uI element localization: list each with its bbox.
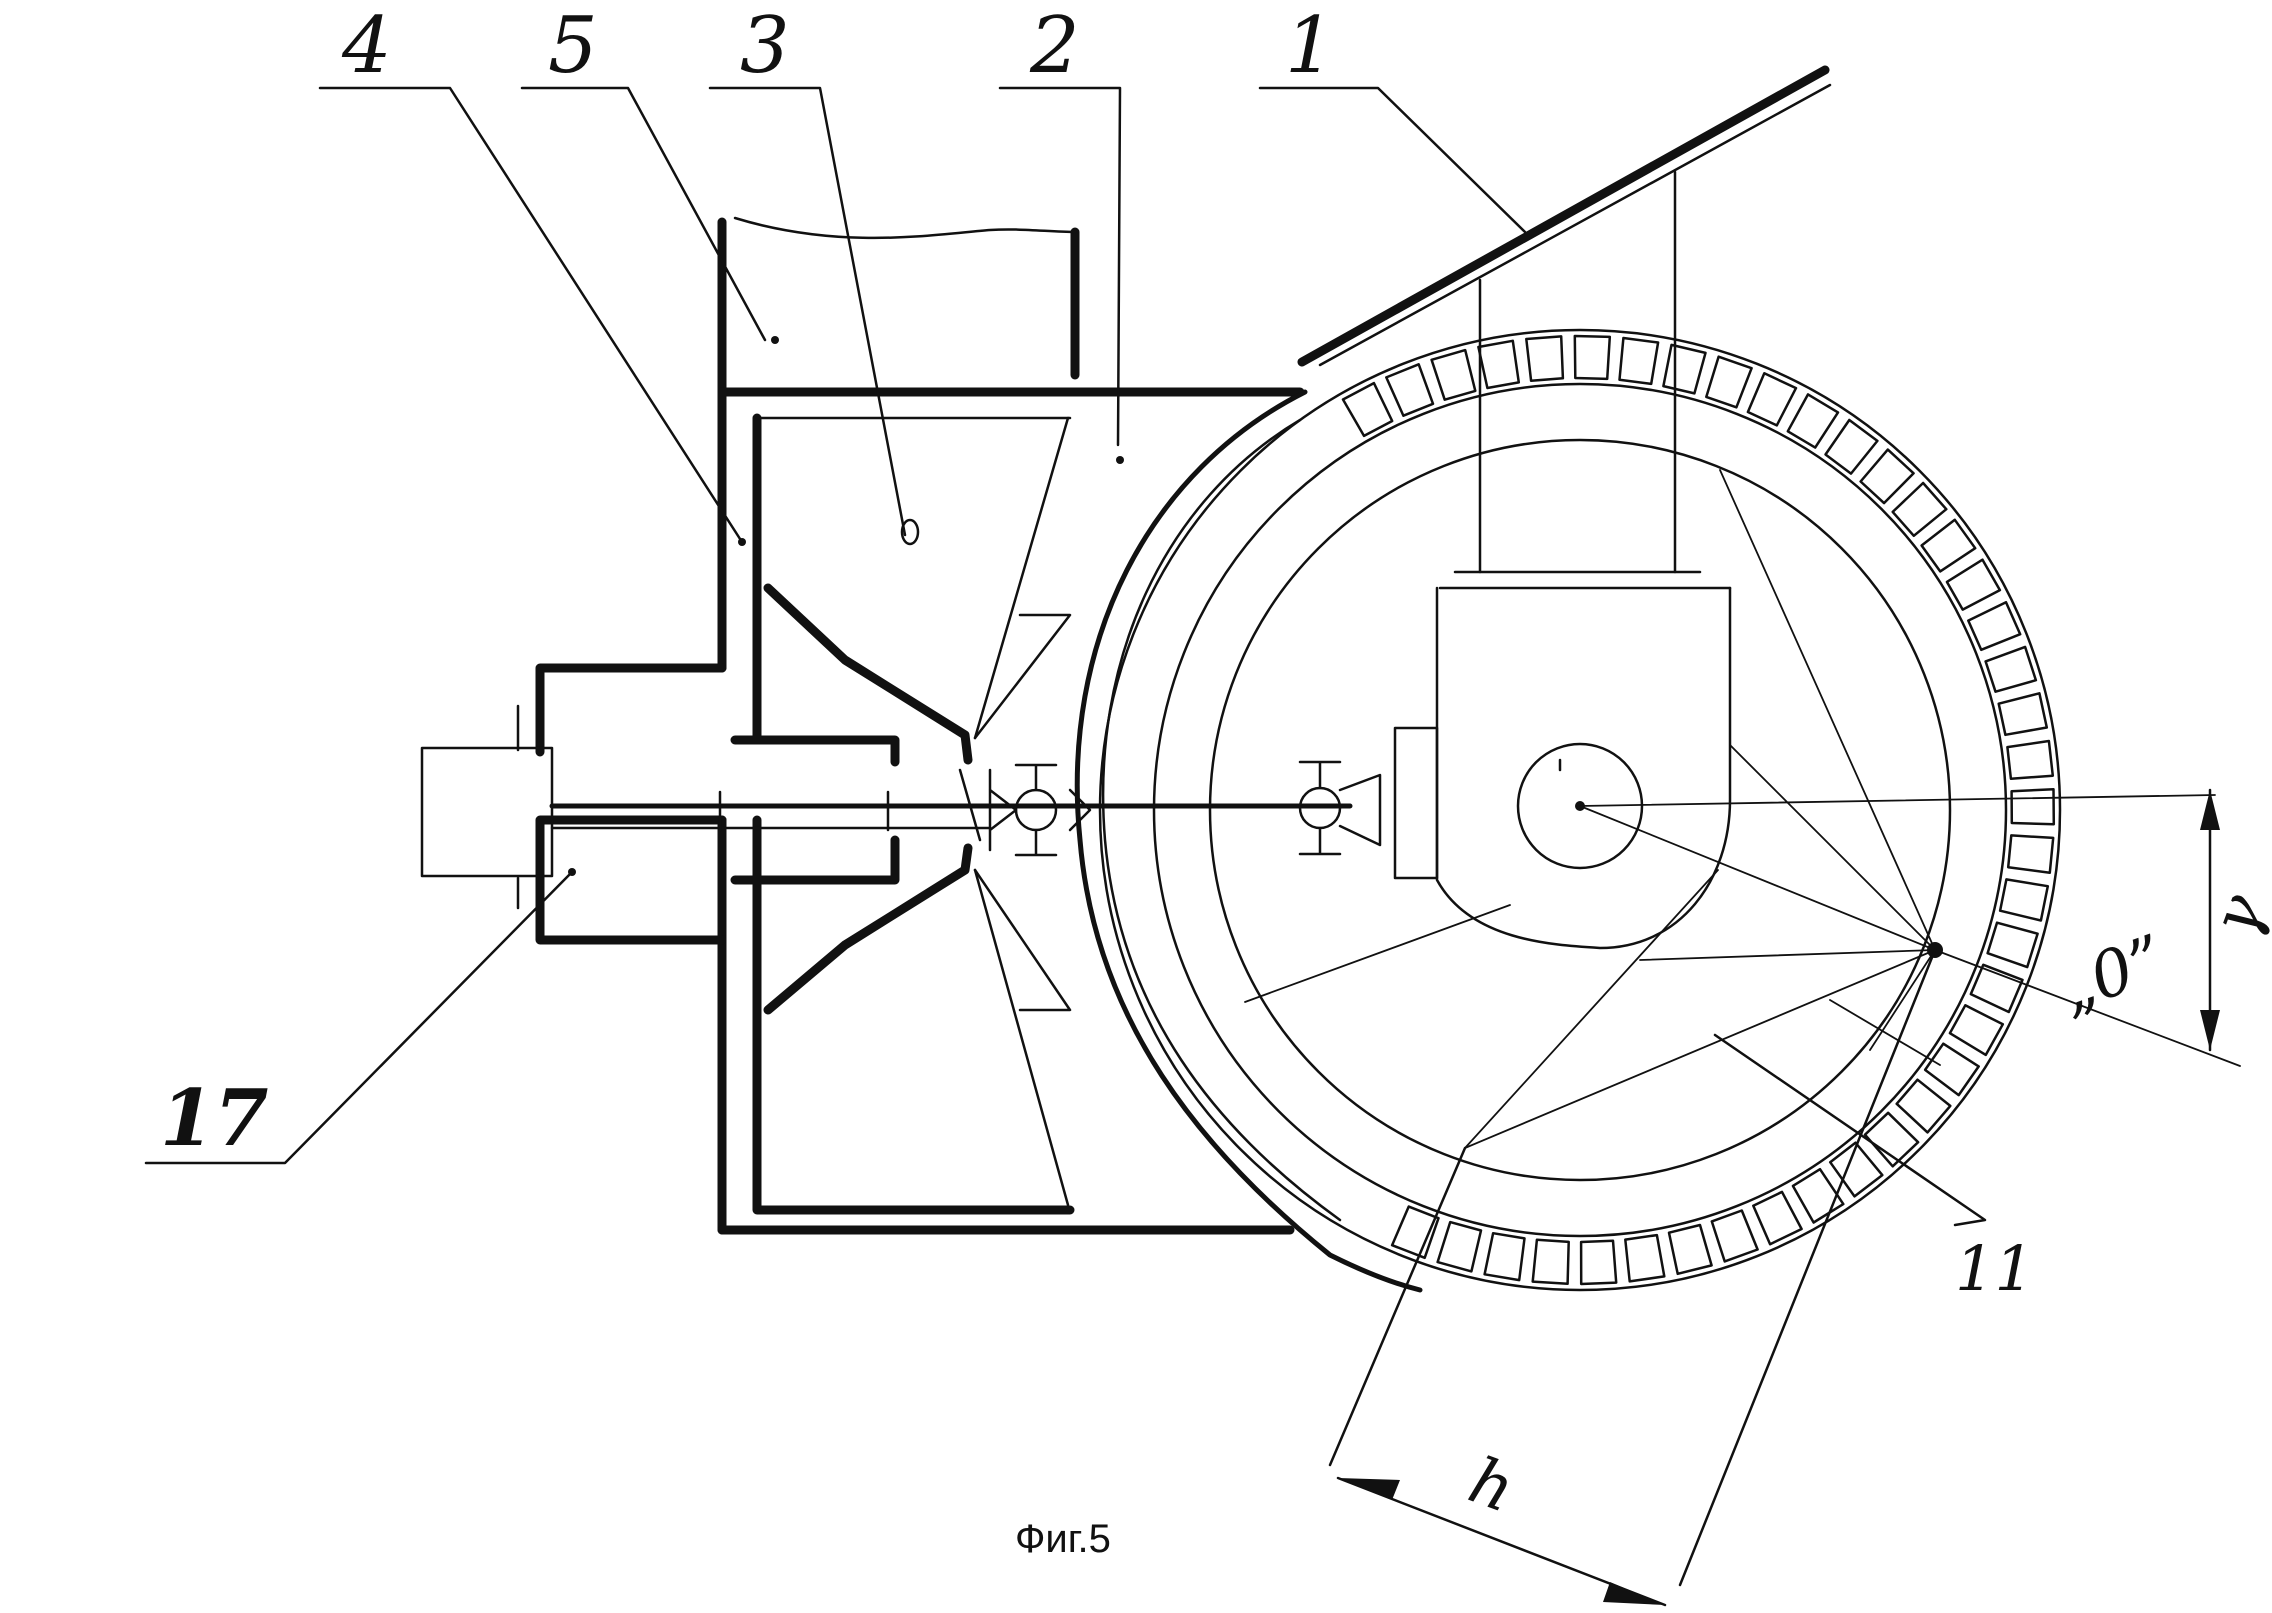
leader-lines — [144, 86, 1987, 1227]
hopper-chute — [717, 216, 1080, 400]
rim-cell — [1579, 1239, 1618, 1286]
rim-cell — [1477, 339, 1521, 390]
rim-cell — [1998, 878, 2050, 922]
construction-lines — [1244, 469, 2241, 1149]
drive-shaft — [549, 768, 1353, 842]
rim-cell — [1984, 645, 2038, 693]
rim-cell — [1863, 1111, 1920, 1168]
rim-cell — [1752, 1190, 1803, 1246]
callout-2: 2 — [1029, 1, 1080, 91]
rim-cell — [1385, 363, 1435, 417]
rim-cell — [1746, 372, 1798, 427]
inclined-plate — [1297, 65, 1832, 367]
callout-11: 11 — [1955, 1232, 2034, 1305]
rim-cell — [1859, 448, 1915, 505]
rim-cell — [1483, 1231, 1526, 1282]
dimension-label: h — [1459, 1444, 1523, 1528]
callout-3: 3 — [740, 1, 790, 91]
rim-cell — [1920, 518, 1977, 573]
rim-cell — [1573, 334, 1612, 381]
inner-chamber — [752, 413, 1075, 1215]
rim-cell — [1895, 1078, 1952, 1134]
rim-cell — [1791, 1167, 1845, 1224]
angle-symbol: γ — [2197, 884, 2272, 946]
rim-cell — [1948, 1004, 2005, 1057]
motor-housing — [1435, 586, 1732, 950]
bearing-housing — [420, 663, 900, 945]
angle-label: „0” — [2049, 922, 2174, 1028]
rim-cell — [1618, 336, 1660, 386]
callout-17: 17 — [160, 1073, 269, 1164]
rim-cell — [1986, 921, 2039, 969]
callout-5: 5 — [548, 1, 598, 91]
rim-cell — [1624, 1233, 1666, 1283]
rim-cell — [2006, 739, 2055, 781]
rim-cell — [1923, 1042, 1980, 1097]
rim-cell — [2006, 834, 2055, 874]
callout-1: 1 — [1285, 1, 1335, 91]
rim-cell — [1436, 1220, 1483, 1273]
angle-indicator — [2200, 788, 2220, 1052]
rim-cell — [1662, 343, 1707, 395]
rim-cell — [1667, 1223, 1713, 1276]
rim-cell — [1824, 418, 1879, 475]
rim-cell — [1525, 335, 1565, 383]
callout-4: 4 — [341, 1, 392, 91]
support-column — [1438, 170, 1732, 590]
rim-cell — [1786, 393, 1840, 449]
coupling-right — [1298, 726, 1439, 880]
rim-cell — [1531, 1238, 1570, 1286]
rim-cell — [1710, 1209, 1759, 1263]
funnel — [763, 416, 1072, 1207]
rim-cell — [1341, 381, 1394, 438]
rim-cell — [1430, 348, 1477, 401]
rim-cell — [1705, 355, 1753, 409]
rim-cell — [1390, 1205, 1440, 1260]
rim-cell — [1969, 963, 2024, 1014]
figure-caption: Фиг.5 — [1015, 1517, 1111, 1561]
dimension-h — [1328, 948, 1937, 1607]
rim-cell — [2010, 788, 2056, 826]
main-housing — [717, 387, 1305, 1235]
rim-cell — [1945, 558, 2002, 611]
rim-cell — [1997, 692, 2049, 737]
rim-cells — [1341, 334, 2056, 1286]
rim-cell — [1891, 481, 1948, 538]
rim-cell — [1828, 1141, 1884, 1198]
wheel-rim — [1074, 328, 2062, 1293]
rim-cell — [1967, 600, 2022, 652]
